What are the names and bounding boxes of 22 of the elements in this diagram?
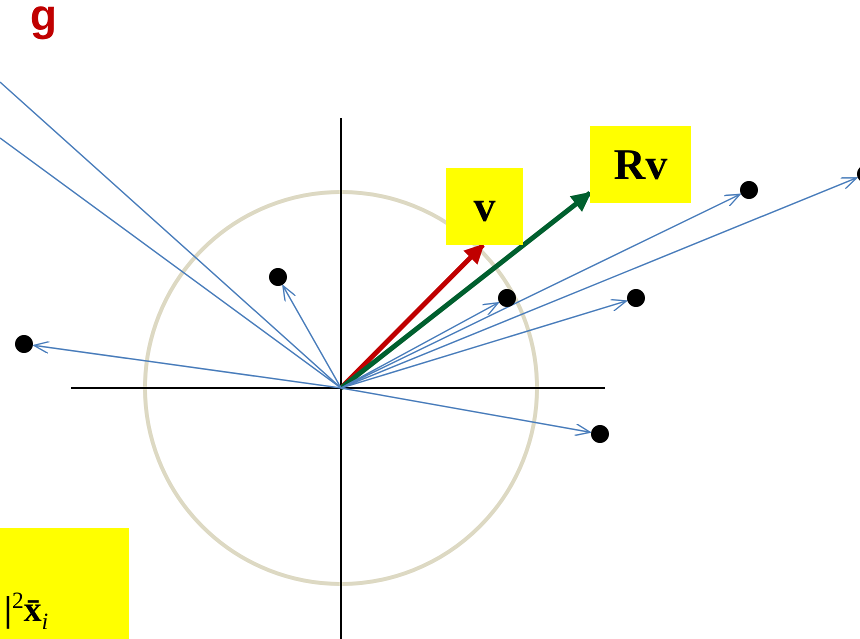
arrow [340, 302, 499, 389]
label-box [0, 528, 129, 639]
arrow [340, 298, 628, 389]
formula: |$^{2}$x̄$_{i}$ [3, 590, 48, 638]
arrow [340, 194, 741, 389]
data-point [627, 289, 645, 307]
arrow [282, 285, 342, 388]
data-point [498, 289, 516, 307]
data-point [740, 181, 758, 199]
title-fragment: g [30, 0, 57, 38]
data-point [269, 268, 287, 286]
data-point [857, 165, 860, 183]
vector-label: v [474, 184, 496, 228]
label-box [590, 126, 691, 203]
arrow [339, 191, 592, 390]
data-point [591, 425, 609, 443]
vector-label: Rv [614, 142, 668, 186]
label-box [446, 168, 523, 245]
arrow [340, 387, 591, 436]
arrow [340, 177, 858, 389]
arrow [33, 340, 342, 389]
data-point [15, 335, 33, 353]
